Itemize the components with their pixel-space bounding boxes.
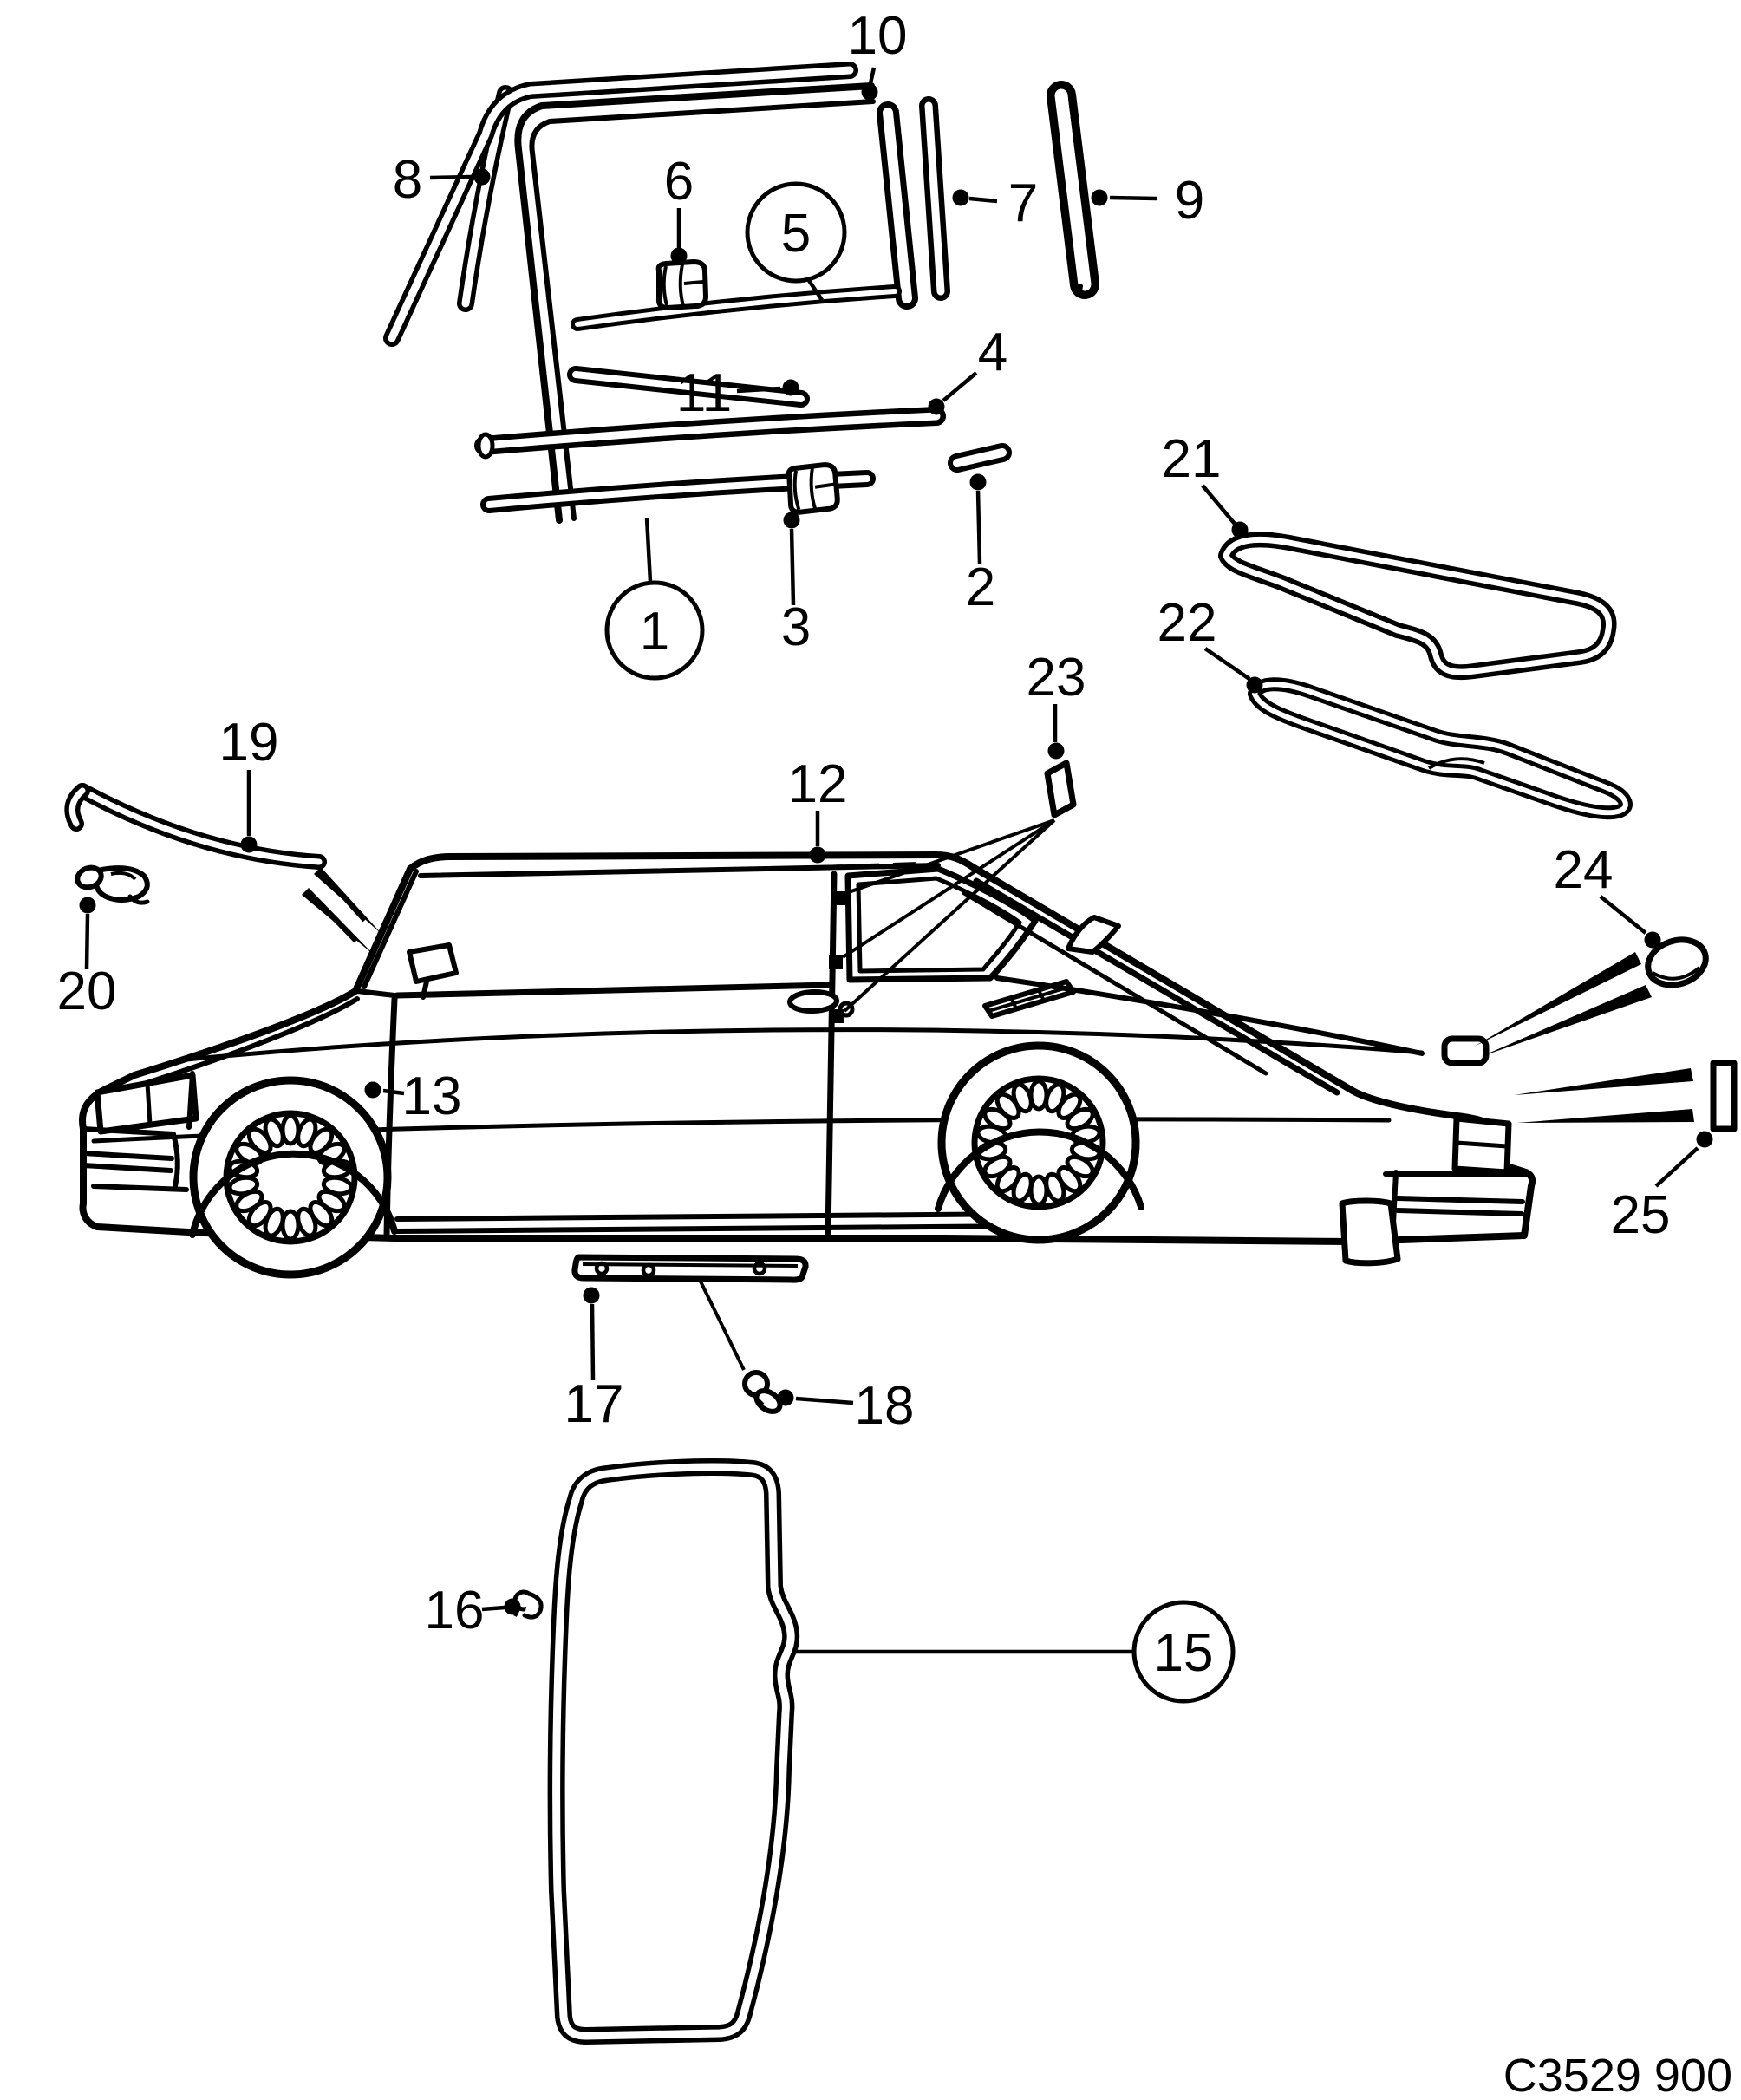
callout-25: 25 (1611, 1131, 1713, 1245)
part-15-door-seal (547, 1458, 800, 2045)
part-23-clip-piece (841, 760, 1077, 1013)
part-9-strip (1047, 81, 1099, 299)
callout-2: 2 (966, 473, 995, 617)
callout-4-label: 4 (978, 323, 1007, 382)
callout-15: 15 (794, 1600, 1236, 1704)
callout-10-label: 10 (848, 6, 908, 66)
callout-18-label: 18 (855, 1376, 915, 1436)
callout-1: 1 (604, 517, 705, 681)
callout-9: 9 (1091, 171, 1204, 231)
callout-17-label: 17 (564, 1374, 624, 1434)
front-wheel (189, 1076, 398, 1279)
callout-16: 16 (425, 1581, 521, 1640)
callout-23-label: 23 (1027, 648, 1086, 708)
clip-point-3 (831, 1009, 844, 1023)
spoiler-fin (1066, 915, 1121, 955)
part-24-cover (1474, 936, 1709, 1057)
door-rear-edge (825, 871, 838, 1240)
callout-18: 18 (777, 1376, 915, 1436)
door-aperture-seal (512, 1458, 800, 2045)
callout-7: 7 (952, 173, 1038, 233)
door-handle (787, 988, 839, 1014)
callout-25-label: 25 (1611, 1185, 1671, 1245)
callout-11: 11 (676, 363, 799, 423)
window-frame-outline (514, 82, 918, 524)
front-end-details (81, 996, 360, 1192)
part-3-clip (788, 464, 838, 512)
clip-point-1 (832, 891, 846, 905)
callout-3-label: 3 (781, 597, 811, 657)
callout-9-label: 9 (1175, 171, 1204, 231)
part-21-trunk-seal (1218, 532, 1617, 681)
trunk-seals (1218, 532, 1633, 820)
part-25-strip (1514, 1060, 1738, 1132)
quarter-vent-grille (982, 979, 1076, 1019)
callout-8: 8 (393, 150, 491, 210)
callout-15-label: 15 (1154, 1623, 1214, 1683)
part-22-trunk-seal (1248, 677, 1633, 820)
part-19-windscreen-moulding (64, 783, 327, 870)
callout-7-label: 7 (1008, 173, 1038, 233)
door-details (787, 891, 855, 1023)
part-6-clip (659, 262, 706, 308)
callout-24-label: 24 (1554, 840, 1614, 900)
mud-flap (1339, 1197, 1401, 1267)
callout-19-label: 19 (219, 713, 279, 773)
fuel-filler (1441, 1035, 1490, 1066)
callout-13-label: 13 (402, 1066, 462, 1126)
callout-1-label: 1 (640, 602, 669, 662)
rear-end-details (982, 979, 1530, 1267)
callout-4: 4 (928, 323, 1007, 415)
callout-23: 23 (1027, 648, 1086, 760)
callout-6: 6 (664, 152, 694, 264)
callout-6-label: 6 (664, 152, 694, 212)
callout-5: 5 (745, 181, 847, 302)
callout-5-label: 5 (781, 204, 811, 264)
callout-8-label: 8 (393, 150, 422, 210)
part-2-strip (948, 443, 1012, 473)
callouts: 10 8 6 5 7 9 11 4 (57, 6, 1713, 1704)
part-20-corner-piece (75, 864, 150, 905)
callout-16-label: 16 (425, 1581, 485, 1640)
part-4-strip (474, 407, 946, 460)
callout-19: 19 (219, 713, 279, 853)
callout-20: 20 (57, 897, 117, 1021)
callout-22: 22 (1157, 593, 1263, 694)
callout-11-label: 11 (676, 363, 732, 423)
callout-21-label: 21 (1162, 429, 1222, 489)
callout-22-label: 22 (1157, 593, 1217, 653)
part-17-sill-moulding (571, 1254, 809, 1371)
callout-12-label: 12 (788, 754, 848, 814)
callout-10: 10 (848, 6, 908, 101)
diagram-code: C3529 900 (1503, 2050, 1732, 2100)
door-window-frame-assembly (383, 62, 1099, 524)
part-18-clip (742, 1370, 783, 1414)
callout-3: 3 (781, 512, 811, 657)
clip-point-2 (829, 955, 843, 969)
part-7-strip (919, 96, 950, 301)
callout-20-label: 20 (57, 962, 117, 1021)
callout-2-label: 2 (966, 558, 995, 617)
callout-13: 13 (364, 1066, 462, 1126)
callout-12: 12 (788, 754, 848, 864)
rear-wheel (935, 1041, 1144, 1244)
callout-21: 21 (1162, 429, 1249, 538)
car-side-view (64, 760, 1738, 1414)
side-mirror (407, 942, 459, 984)
part-10-moulding (383, 62, 858, 347)
callout-17: 17 (564, 1287, 624, 1434)
callout-24: 24 (1554, 840, 1661, 949)
windscreen-moulding-arrows (302, 867, 382, 955)
